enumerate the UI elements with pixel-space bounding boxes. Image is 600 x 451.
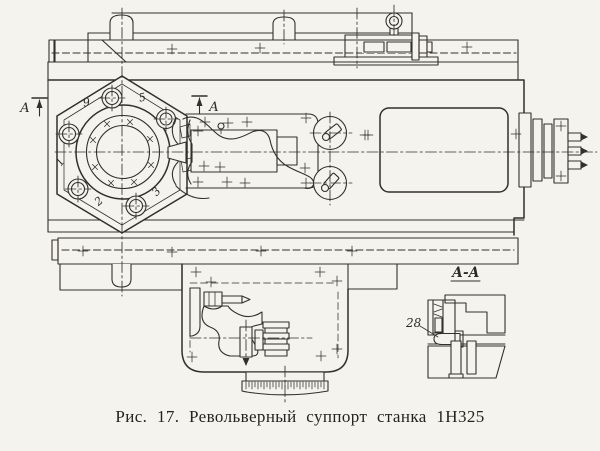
view-arrow-mid-label: А — [208, 100, 219, 115]
view-arrow-left: А — [19, 97, 48, 117]
bolt-circle — [64, 175, 92, 203]
view-arrow-mid: А — [191, 95, 219, 115]
cam-lever — [189, 287, 290, 366]
bolt-circle — [153, 106, 179, 132]
turret-head: 9 5 1 2 3 — [53, 75, 188, 234]
cover-plate — [379, 107, 509, 193]
turret-position-label: 5 — [137, 90, 147, 104]
vent-screw — [217, 122, 225, 130]
gear-stack — [254, 321, 290, 357]
turret-position-label: 9 — [82, 96, 91, 110]
section-detail: А-А 28 — [405, 265, 506, 379]
hatched-way-end — [53, 39, 127, 63]
pin — [567, 146, 588, 156]
centerlines — [54, 4, 598, 404]
lock-dome — [109, 14, 134, 41]
bell-crank — [201, 305, 263, 357]
threaded-rod — [386, 41, 412, 53]
bed-ways — [47, 12, 519, 81]
pin — [567, 160, 588, 170]
u-tab — [111, 263, 132, 288]
ram-end-block — [276, 136, 298, 166]
stud — [466, 340, 477, 375]
bolt-circle — [55, 120, 83, 148]
section-title: А-А — [451, 265, 480, 281]
cam-bolt-head — [203, 291, 223, 307]
part-label: 28 — [405, 316, 422, 330]
handle-pins — [518, 112, 588, 188]
cam-curve — [182, 116, 315, 189]
spring — [433, 303, 443, 318]
detent-wedge — [167, 141, 187, 164]
view-arrow-left-label: А — [19, 101, 30, 116]
bolt-circles — [55, 84, 179, 220]
clamp-stop — [333, 12, 439, 66]
stud — [450, 340, 462, 375]
threaded-rod — [363, 41, 385, 53]
bolt-circle — [98, 84, 126, 112]
pin — [567, 132, 588, 142]
dial-ticks — [245, 381, 325, 390]
tool-slide — [167, 113, 319, 200]
bolt-circle — [122, 192, 150, 220]
fork-bracket — [167, 117, 193, 186]
figure-drawing: 9 5 1 2 3 — [19, 4, 598, 404]
figure-caption: Рис. 17. Револьверный суппорт станка 1Н3… — [115, 407, 485, 426]
